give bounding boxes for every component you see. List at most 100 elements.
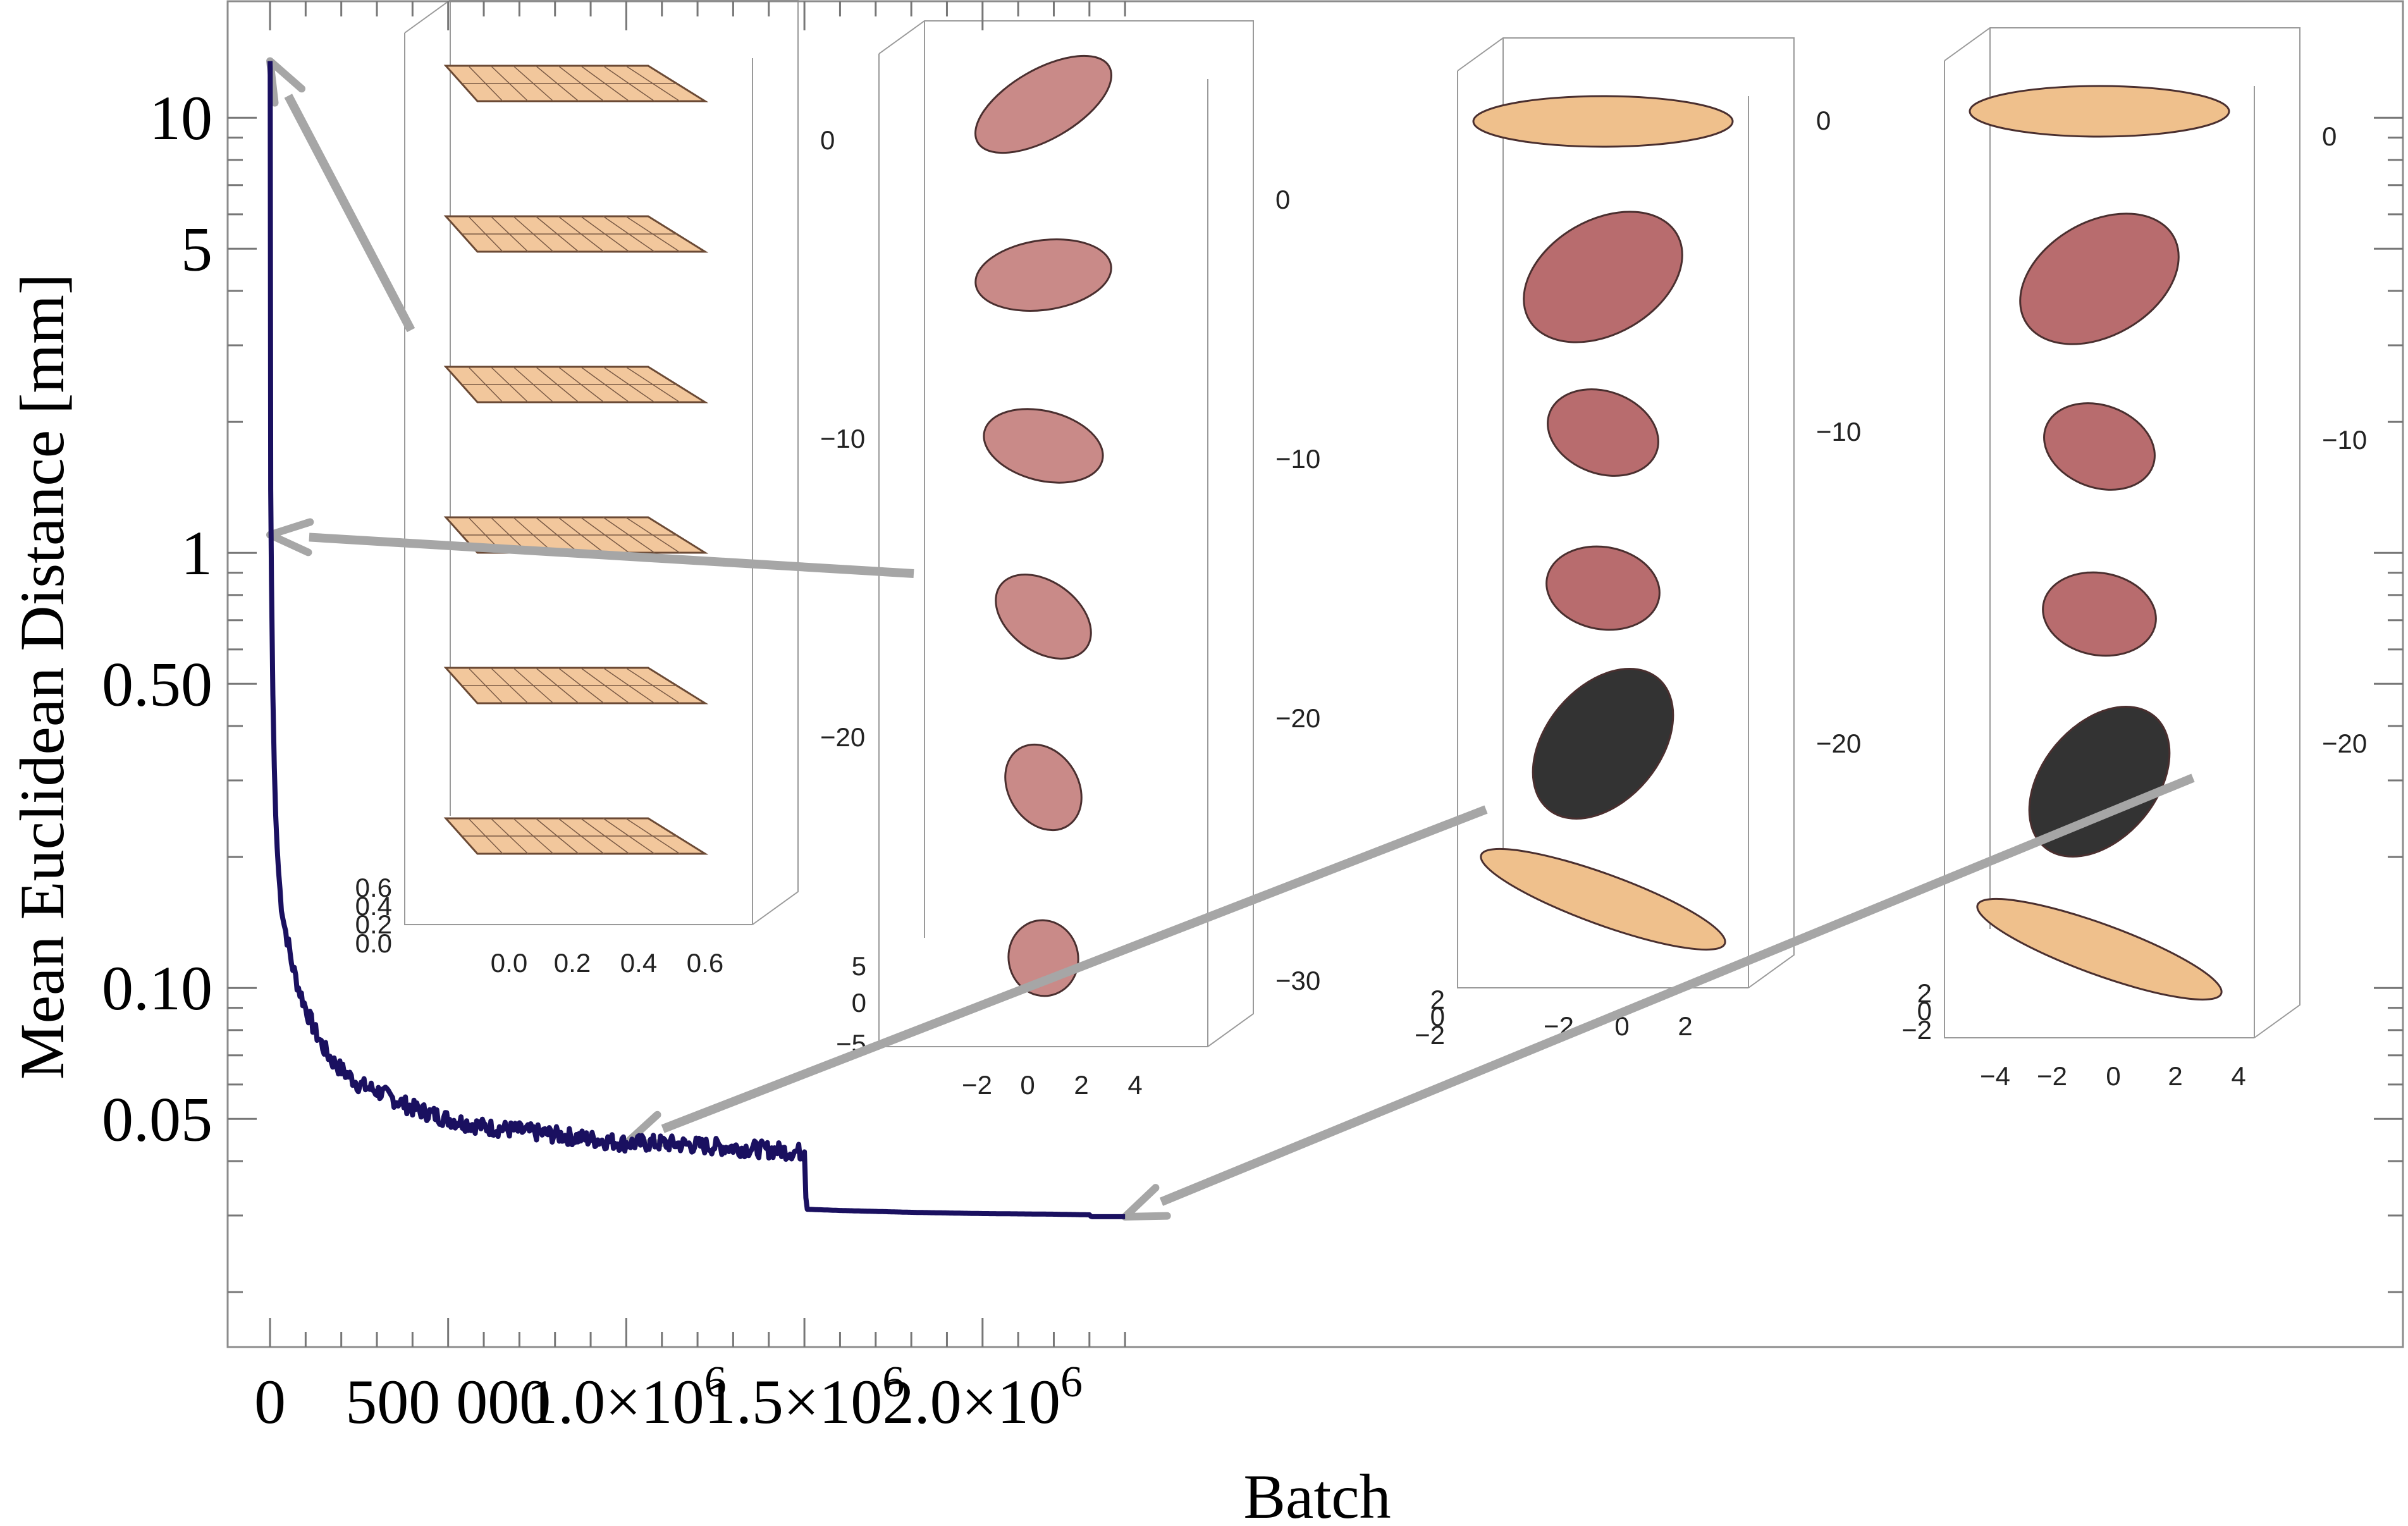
y-tick-label: 5 [181,214,212,284]
inset-y-tick-label: 0.4 [355,891,392,921]
inset-z-tick-label: −10 [1275,444,1320,474]
inset-x-tick-label: 0.4 [620,948,657,978]
inset-box-edges [1944,61,2254,1038]
inset-y-tick-label: 5 [852,951,866,981]
inset-x-tick-label: −4 [1980,1061,2010,1091]
y-tick-label: 1 [181,518,212,588]
inset-surface [1532,668,1674,820]
inset-surface [2019,212,2180,345]
inset-z-tick-label: −20 [820,722,865,752]
inset-surface [974,238,1112,312]
inset-z-tick-label: −10 [2322,425,2367,455]
inset-box-back [1944,27,2300,1038]
x-tick-label: 1.5×106 [704,1358,904,1437]
inset-z-tick-label: 0 [1275,185,1290,214]
inset-z-tick-label: −10 [820,424,865,453]
y-tick-label: 0.05 [102,1084,212,1154]
x-axis-label: Batch [1243,1461,1391,1526]
inset-z-tick-label: −10 [1816,417,1861,446]
inset-surface [1480,847,1726,951]
annotation-arrow-shaft [661,805,1488,1133]
series-layer [267,61,1126,1219]
plot-frame [226,0,2404,1348]
inset-surface [2042,571,2157,657]
inset-z-tick-label: 0 [2322,121,2337,151]
inset-box-verticals [924,21,1208,1047]
annotation-arrow-shaft [1159,773,2195,1206]
plot-area-border [226,0,2404,1348]
inset-x-tick-label: −2 [962,1070,992,1100]
inset-x-tick-label: 2 [1678,1011,1692,1041]
annotation-arrow-shaft [284,94,415,333]
inset-y-tick-label: −2 [1415,1020,1445,1050]
x-tick-label: 0 [254,1367,286,1437]
inset-surface [2043,402,2156,491]
inset-surface [983,408,1104,484]
inset-x-tick-label: 2 [2168,1061,2182,1091]
inset-z-tick-label: −20 [1816,729,1861,758]
inset-box-verticals [1502,38,1749,988]
annotation-arrow-head [266,518,314,557]
inset-surface [974,54,1112,154]
inset-y-tick-label: 0 [1430,1002,1445,1031]
inset-x-tick-label: 4 [2231,1061,2245,1091]
inset-surface [1976,897,2223,1001]
y-axis-label: Mean Euclidean Distance [mm] [7,274,77,1080]
loss-curve-line [267,61,1126,1219]
inset-surface [1969,85,2230,138]
inset-y-tick-label: 0.2 [355,909,392,939]
inset-y-tick-label: 0.0 [355,928,392,958]
inset-z-tick-label: −30 [1275,966,1320,995]
inset-y-tick-label: 0 [1917,996,1932,1026]
inset-box-verticals [450,0,753,925]
inset-y-tick-label: 2 [1430,985,1445,1014]
annotation-arrow-shaft [309,532,914,578]
inset-x-tick-label: 0.0 [491,948,527,978]
y-tick-label: 0.50 [102,649,212,719]
x-tick-label: 1.0×106 [526,1358,726,1437]
inset-x-tick-label: 2 [1074,1070,1088,1100]
inset-box-back [404,0,799,925]
inset-surface [1547,388,1659,477]
inset-y-tick-label: 0 [852,988,866,1018]
inset-surface [2028,706,2171,858]
inset-box-edges [404,33,752,925]
annotation-arrows [266,57,2195,1221]
inset-box-back [878,20,1254,1047]
y-tick-label: 10 [149,83,212,153]
inset-z-tick-label: −20 [1275,703,1320,733]
inset-z-tick-label: −20 [2322,729,2367,758]
inset-x-tick-label: 4 [1127,1070,1142,1100]
x-tick-label: 500 000 [345,1367,551,1437]
inset-box-edges [878,54,1208,1047]
annotation-arrow-head [1121,1184,1171,1221]
inset-surface [1004,743,1083,832]
inset-box-verticals [1989,28,2255,1038]
inset-surface [995,574,1092,660]
inset-x-tick-label: 0.6 [687,948,723,978]
inset-y-tick-label: 2 [1917,978,1932,1008]
x-tick-label: 2.0×106 [883,1358,1083,1437]
inset-surface [1472,95,1734,148]
inset-box-edges [1457,71,1748,988]
inset-x-tick-label: 0.2 [554,948,591,978]
inset-x-tick-label: −2 [2037,1061,2067,1091]
inset-z-tick-label: 0 [820,125,835,155]
annotation-arrow-head [266,57,306,107]
inset-y-tick-label: −2 [1901,1015,1932,1045]
inset-y-tick-label: 0.6 [355,873,392,902]
y-tick-label: 0.10 [102,953,212,1023]
inset-box-back [1457,37,1795,988]
inset-z-tick-label: 0 [1816,106,1831,135]
inset-surface [1523,211,1683,343]
inset-x-tick-label: 0 [2106,1061,2120,1091]
inset-x-tick-label: 0 [1020,1070,1035,1100]
inset-surface [1545,545,1661,631]
